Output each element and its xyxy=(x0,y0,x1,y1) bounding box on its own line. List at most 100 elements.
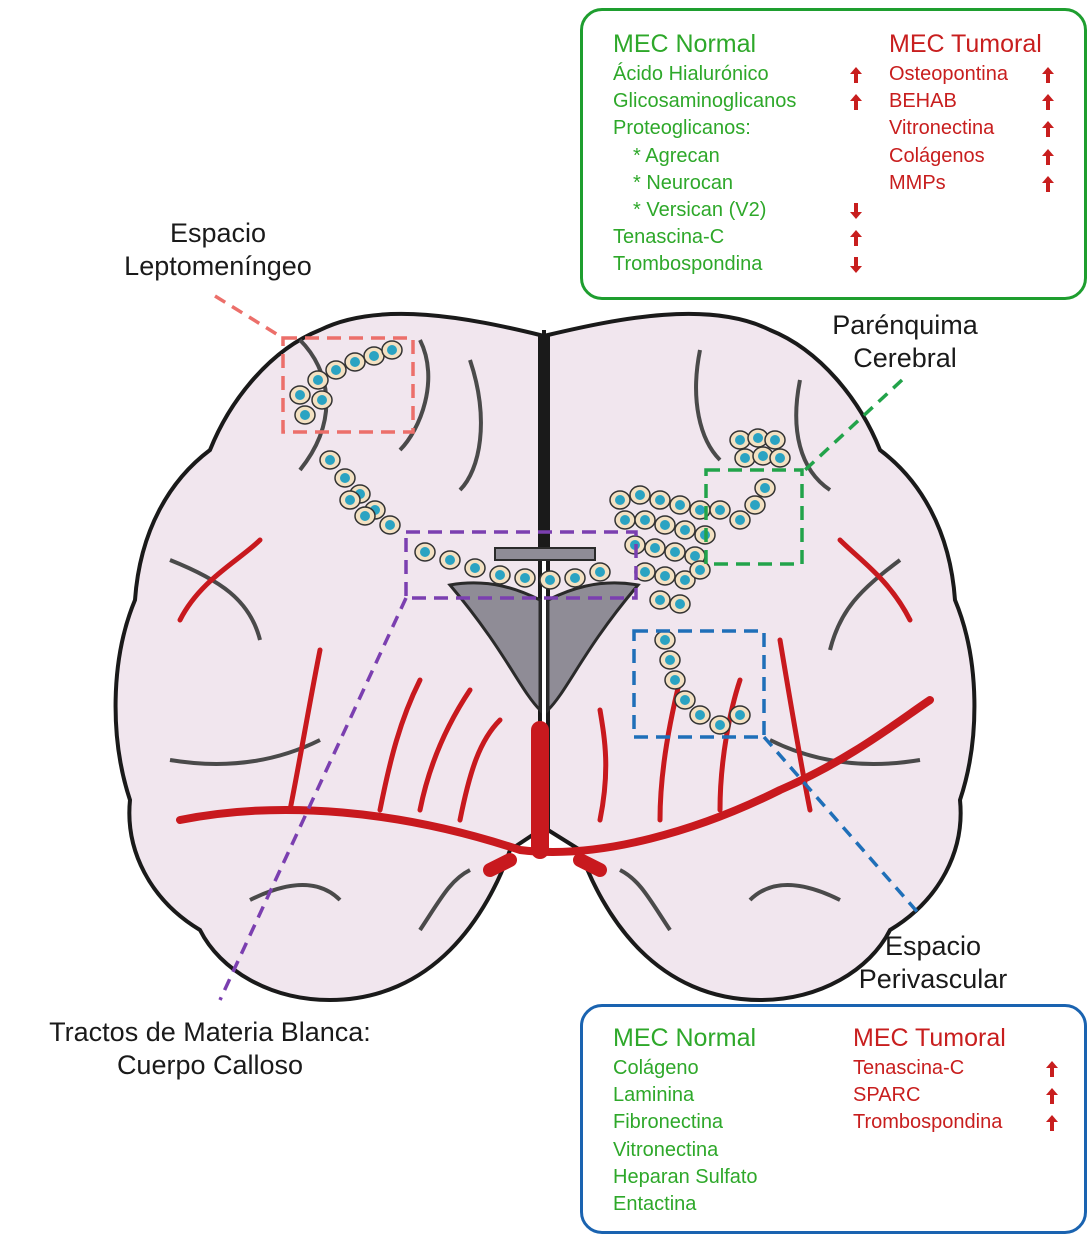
tumor-cell-nucleus xyxy=(635,490,645,500)
mec-item-text: MMPs xyxy=(889,172,946,194)
tumor-cell-nucleus xyxy=(715,720,725,730)
tumor-cell-nucleus xyxy=(650,543,660,553)
mec-list-item: SPARC xyxy=(853,1082,1063,1109)
tumor-cell-nucleus xyxy=(680,525,690,535)
arrow-up-icon xyxy=(1042,176,1054,192)
tumor-cell-nucleus xyxy=(300,410,310,420)
tumor-cell-nucleus xyxy=(595,567,605,577)
arrow-down-icon xyxy=(850,203,862,219)
tumor-cell-nucleus xyxy=(520,573,530,583)
mec-item-text: Fibronectina xyxy=(613,1111,723,1133)
tumor-cell-nucleus xyxy=(675,500,685,510)
tumor-cell-nucleus xyxy=(680,575,690,585)
tumor-cell-nucleus xyxy=(660,571,670,581)
brain-tissue xyxy=(116,314,975,1000)
arrow-up-icon xyxy=(1042,67,1054,83)
label-parenquima-cerebral: Parénquima Cerebral xyxy=(810,309,1000,375)
tumor-cell-nucleus xyxy=(675,599,685,609)
mec-list-item: Trombospondina xyxy=(853,1109,1063,1136)
mec-list-item: Fibronectina xyxy=(613,1109,813,1136)
mec-list-item: * Versican (V2) xyxy=(613,197,863,224)
tumor-cell-nucleus xyxy=(345,495,355,505)
tumor-cell-nucleus xyxy=(369,351,379,361)
mec-item-text: Tenascina-C xyxy=(853,1057,964,1079)
arrow-up-icon xyxy=(1042,149,1054,165)
label-tractos-materia-blanca: Tractos de Materia Blanca: Cuerpo Callos… xyxy=(0,1016,420,1082)
tumor-cell-nucleus xyxy=(735,515,745,525)
mec-list-item: Colágeno xyxy=(613,1055,813,1082)
tumor-cell-nucleus xyxy=(331,365,341,375)
tumor-cell-nucleus xyxy=(420,547,430,557)
tumor-cell-nucleus xyxy=(690,551,700,561)
tumor-cell-nucleus xyxy=(753,433,763,443)
arrow-up-icon xyxy=(1046,1088,1058,1104)
arrow-up-icon xyxy=(1042,94,1054,110)
tumor-cell-nucleus xyxy=(317,395,327,405)
tumor-cell-nucleus xyxy=(665,655,675,665)
arrow-up-icon xyxy=(1046,1115,1058,1131)
tumor-cell-nucleus xyxy=(495,570,505,580)
mec-list-item: MMPs xyxy=(889,170,1069,197)
mec-tumoral-title: MEC Tumoral xyxy=(853,1023,1063,1053)
mec-tumoral-title: MEC Tumoral xyxy=(889,29,1069,59)
mec-item-text: Trombospondina xyxy=(613,253,762,275)
tumor-cell-nucleus xyxy=(545,575,555,585)
tumor-cell-nucleus xyxy=(735,435,745,445)
arrow-up-icon xyxy=(1046,1061,1058,1077)
mec-list-item: Laminina xyxy=(613,1082,813,1109)
mec-normal-title: MEC Normal xyxy=(613,1023,813,1053)
tumor-cell-nucleus xyxy=(620,515,630,525)
tumor-cell-nucleus xyxy=(680,695,690,705)
tumor-cell-nucleus xyxy=(655,595,665,605)
tumor-cell-nucleus xyxy=(715,505,725,515)
tumor-cell-nucleus xyxy=(640,515,650,525)
mec-item-text: Glicosaminoglicanos xyxy=(613,90,796,112)
mec-list-item: Vitronectina xyxy=(613,1137,813,1164)
mec-list-item: Colágenos xyxy=(889,143,1069,170)
mec-list-item: Trombospondina xyxy=(613,251,863,278)
mec-item-text: * Versican (V2) xyxy=(633,199,766,221)
mec-list-item: Ácido Hialurónico xyxy=(613,61,863,88)
mec-item-text: Colágenos xyxy=(889,145,985,167)
mec-list-item: Tenascina-C xyxy=(853,1055,1063,1082)
tumor-cell-nucleus xyxy=(740,453,750,463)
mec-item-text: Entactina xyxy=(613,1193,696,1215)
tumor-cell-nucleus xyxy=(387,345,397,355)
mec-list-item: * Agrecan xyxy=(613,143,863,170)
mec-item-text: Proteoglicanos: xyxy=(613,117,751,139)
tumor-cell-nucleus xyxy=(295,390,305,400)
mec-item-text: * Neurocan xyxy=(633,172,733,194)
tumor-cell-nucleus xyxy=(695,565,705,575)
mec-normal-title: MEC Normal xyxy=(613,29,863,59)
arrow-up-icon xyxy=(850,67,862,83)
tumor-cell-nucleus xyxy=(640,567,650,577)
tumor-cell-nucleus xyxy=(670,675,680,685)
arrow-down-icon xyxy=(850,257,862,273)
tumor-cell-nucleus xyxy=(615,495,625,505)
mec-item-text: Laminina xyxy=(613,1084,694,1106)
tumor-cell-nucleus xyxy=(760,483,770,493)
tumor-cell-nucleus xyxy=(570,573,580,583)
mec-item-text: BEHAB xyxy=(889,90,957,112)
tumor-cell-nucleus xyxy=(445,555,455,565)
mec-item-text: * Agrecan xyxy=(633,145,720,167)
mec-list-item: Vitronectina xyxy=(889,115,1069,142)
tumor-cell-nucleus xyxy=(340,473,350,483)
tumor-cell-nucleus xyxy=(325,455,335,465)
tumor-cell-nucleus xyxy=(660,520,670,530)
tumor-cell-nucleus xyxy=(695,505,705,515)
mec-list-item: BEHAB xyxy=(889,88,1069,115)
label-espacio-leptomeningeo: Espacio Leptomeníngeo xyxy=(118,217,318,283)
mec-tumoral-column: MEC Tumoral OsteopontinaBEHABVitronectin… xyxy=(889,29,1069,197)
mec-item-text: Colágeno xyxy=(613,1057,699,1079)
mec-list-item: Proteoglicanos: xyxy=(613,115,863,142)
mec-item-text: Tenascina-C xyxy=(613,226,724,248)
tumor-cell-nucleus xyxy=(360,511,370,521)
tumor-cell-nucleus xyxy=(735,710,745,720)
label-espacio-perivascular: Espacio Perivascular xyxy=(838,930,1028,996)
mec-item-text: Vitronectina xyxy=(889,117,994,139)
